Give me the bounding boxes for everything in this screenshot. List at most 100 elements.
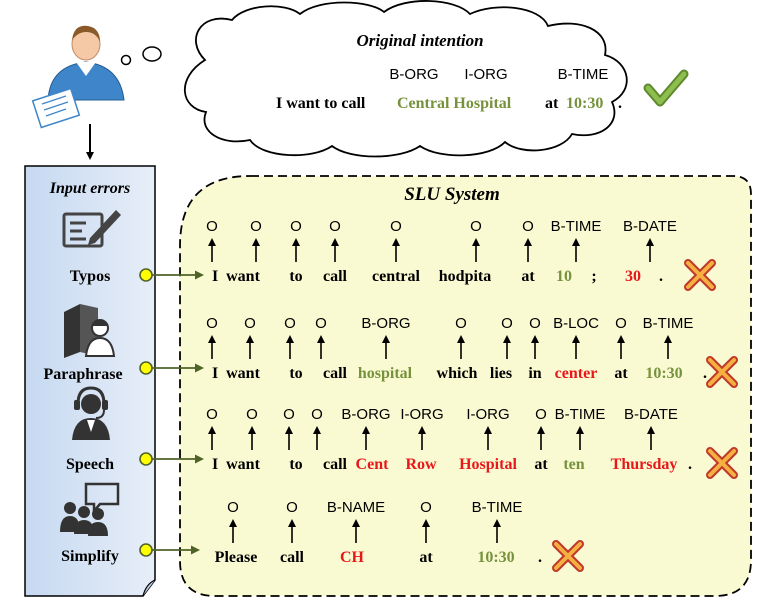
token: 10:30 <box>477 549 514 566</box>
books-person-icon <box>64 304 116 358</box>
slot-tag: O <box>250 218 262 235</box>
slot-tag: B-TIME <box>472 499 523 516</box>
token: CH <box>340 549 365 566</box>
slot-tag: I-ORG <box>400 406 443 423</box>
slot-tag: O <box>290 218 302 235</box>
token: at <box>534 456 548 473</box>
token: 30 <box>625 268 641 285</box>
token: I <box>212 365 218 382</box>
input-errors-title: Input errors <box>49 180 130 197</box>
user-icon <box>31 25 125 129</box>
token: . <box>688 456 692 473</box>
slot-tag: B-TIME <box>555 406 606 423</box>
token: Cent <box>356 456 390 473</box>
token: at <box>419 549 433 566</box>
token: call <box>323 365 348 382</box>
token: which <box>437 365 478 382</box>
intention-word: . <box>618 95 622 112</box>
token: to <box>289 268 302 285</box>
token: . <box>659 268 663 285</box>
slot-tag: B-TIME <box>551 218 602 235</box>
token: . <box>703 365 707 382</box>
token: call <box>280 549 305 566</box>
cross-icon <box>706 447 738 479</box>
token: want <box>226 268 260 285</box>
token: ; <box>591 268 596 285</box>
error-label: Typos <box>70 268 111 285</box>
slot-tag: O <box>315 315 327 332</box>
token: Please <box>215 549 258 566</box>
connector-dot <box>139 452 153 466</box>
token: at <box>521 268 535 285</box>
slot-tag: O <box>455 315 467 332</box>
connectors <box>139 268 204 557</box>
cross-icon <box>706 356 738 388</box>
slot-tag: O <box>420 499 432 516</box>
token: 10 <box>556 268 572 285</box>
slot-tag: O <box>470 218 482 235</box>
cross-icon <box>552 540 584 572</box>
token: central <box>372 268 421 285</box>
token: call <box>323 268 348 285</box>
error-label: Paraphrase <box>43 366 122 383</box>
slot-tag: O <box>286 499 298 516</box>
token: I <box>212 268 218 285</box>
cross-icon <box>684 259 716 291</box>
slot-tag: B-DATE <box>624 406 678 423</box>
slot-tag: O <box>206 218 218 235</box>
intention-title: Original intention <box>356 31 483 50</box>
token: hospital <box>358 365 413 382</box>
intention-tag: I-ORG <box>464 66 507 83</box>
token: lies <box>490 365 512 382</box>
slu-system-box <box>179 175 752 597</box>
slot-tag: B-NAME <box>327 499 385 516</box>
token: hodpita <box>439 268 491 285</box>
connector-dot <box>139 268 153 282</box>
slot-tag: B-ORG <box>341 406 390 423</box>
token: want <box>226 365 260 382</box>
token: center <box>555 365 598 382</box>
slot-tag: O <box>329 218 341 235</box>
slot-tag: O <box>283 406 295 423</box>
slot-tag: O <box>244 315 256 332</box>
token: 10:30 <box>645 365 682 382</box>
chat-group-icon <box>60 482 120 536</box>
slot-tag: O <box>535 406 547 423</box>
token: want <box>226 456 260 473</box>
headset-person-icon <box>72 386 110 440</box>
token: to <box>289 365 302 382</box>
slot-tag: O <box>227 499 239 516</box>
intention-tag: B-TIME <box>558 66 609 83</box>
token: in <box>528 365 541 382</box>
intention-word: at <box>545 95 559 112</box>
form-pen-icon <box>62 210 121 248</box>
slot-tag: O <box>390 218 402 235</box>
slot-tag: I-ORG <box>466 406 509 423</box>
token: Row <box>405 456 437 473</box>
token: I <box>212 456 218 473</box>
thought-bubble <box>120 0 628 158</box>
slot-tag: O <box>246 406 258 423</box>
slot-tag: O <box>206 406 218 423</box>
slu-title: SLU System <box>404 184 500 205</box>
slot-tag: O <box>522 218 534 235</box>
slot-tag: B-DATE <box>623 218 677 235</box>
token: call <box>323 456 348 473</box>
slot-tag: O <box>615 315 627 332</box>
slot-tag: O <box>501 315 513 332</box>
slot-tag: B-LOC <box>553 315 599 332</box>
connector-dot <box>139 543 153 557</box>
token: Thursday <box>611 456 678 473</box>
slot-tag: O <box>206 315 218 332</box>
token: Hospital <box>459 456 517 473</box>
intention-word: I want to call <box>276 95 366 112</box>
slot-tag: B-TIME <box>643 315 694 332</box>
intention-tag: B-ORG <box>389 66 438 83</box>
slot-tag: O <box>529 315 541 332</box>
token: . <box>538 549 542 566</box>
